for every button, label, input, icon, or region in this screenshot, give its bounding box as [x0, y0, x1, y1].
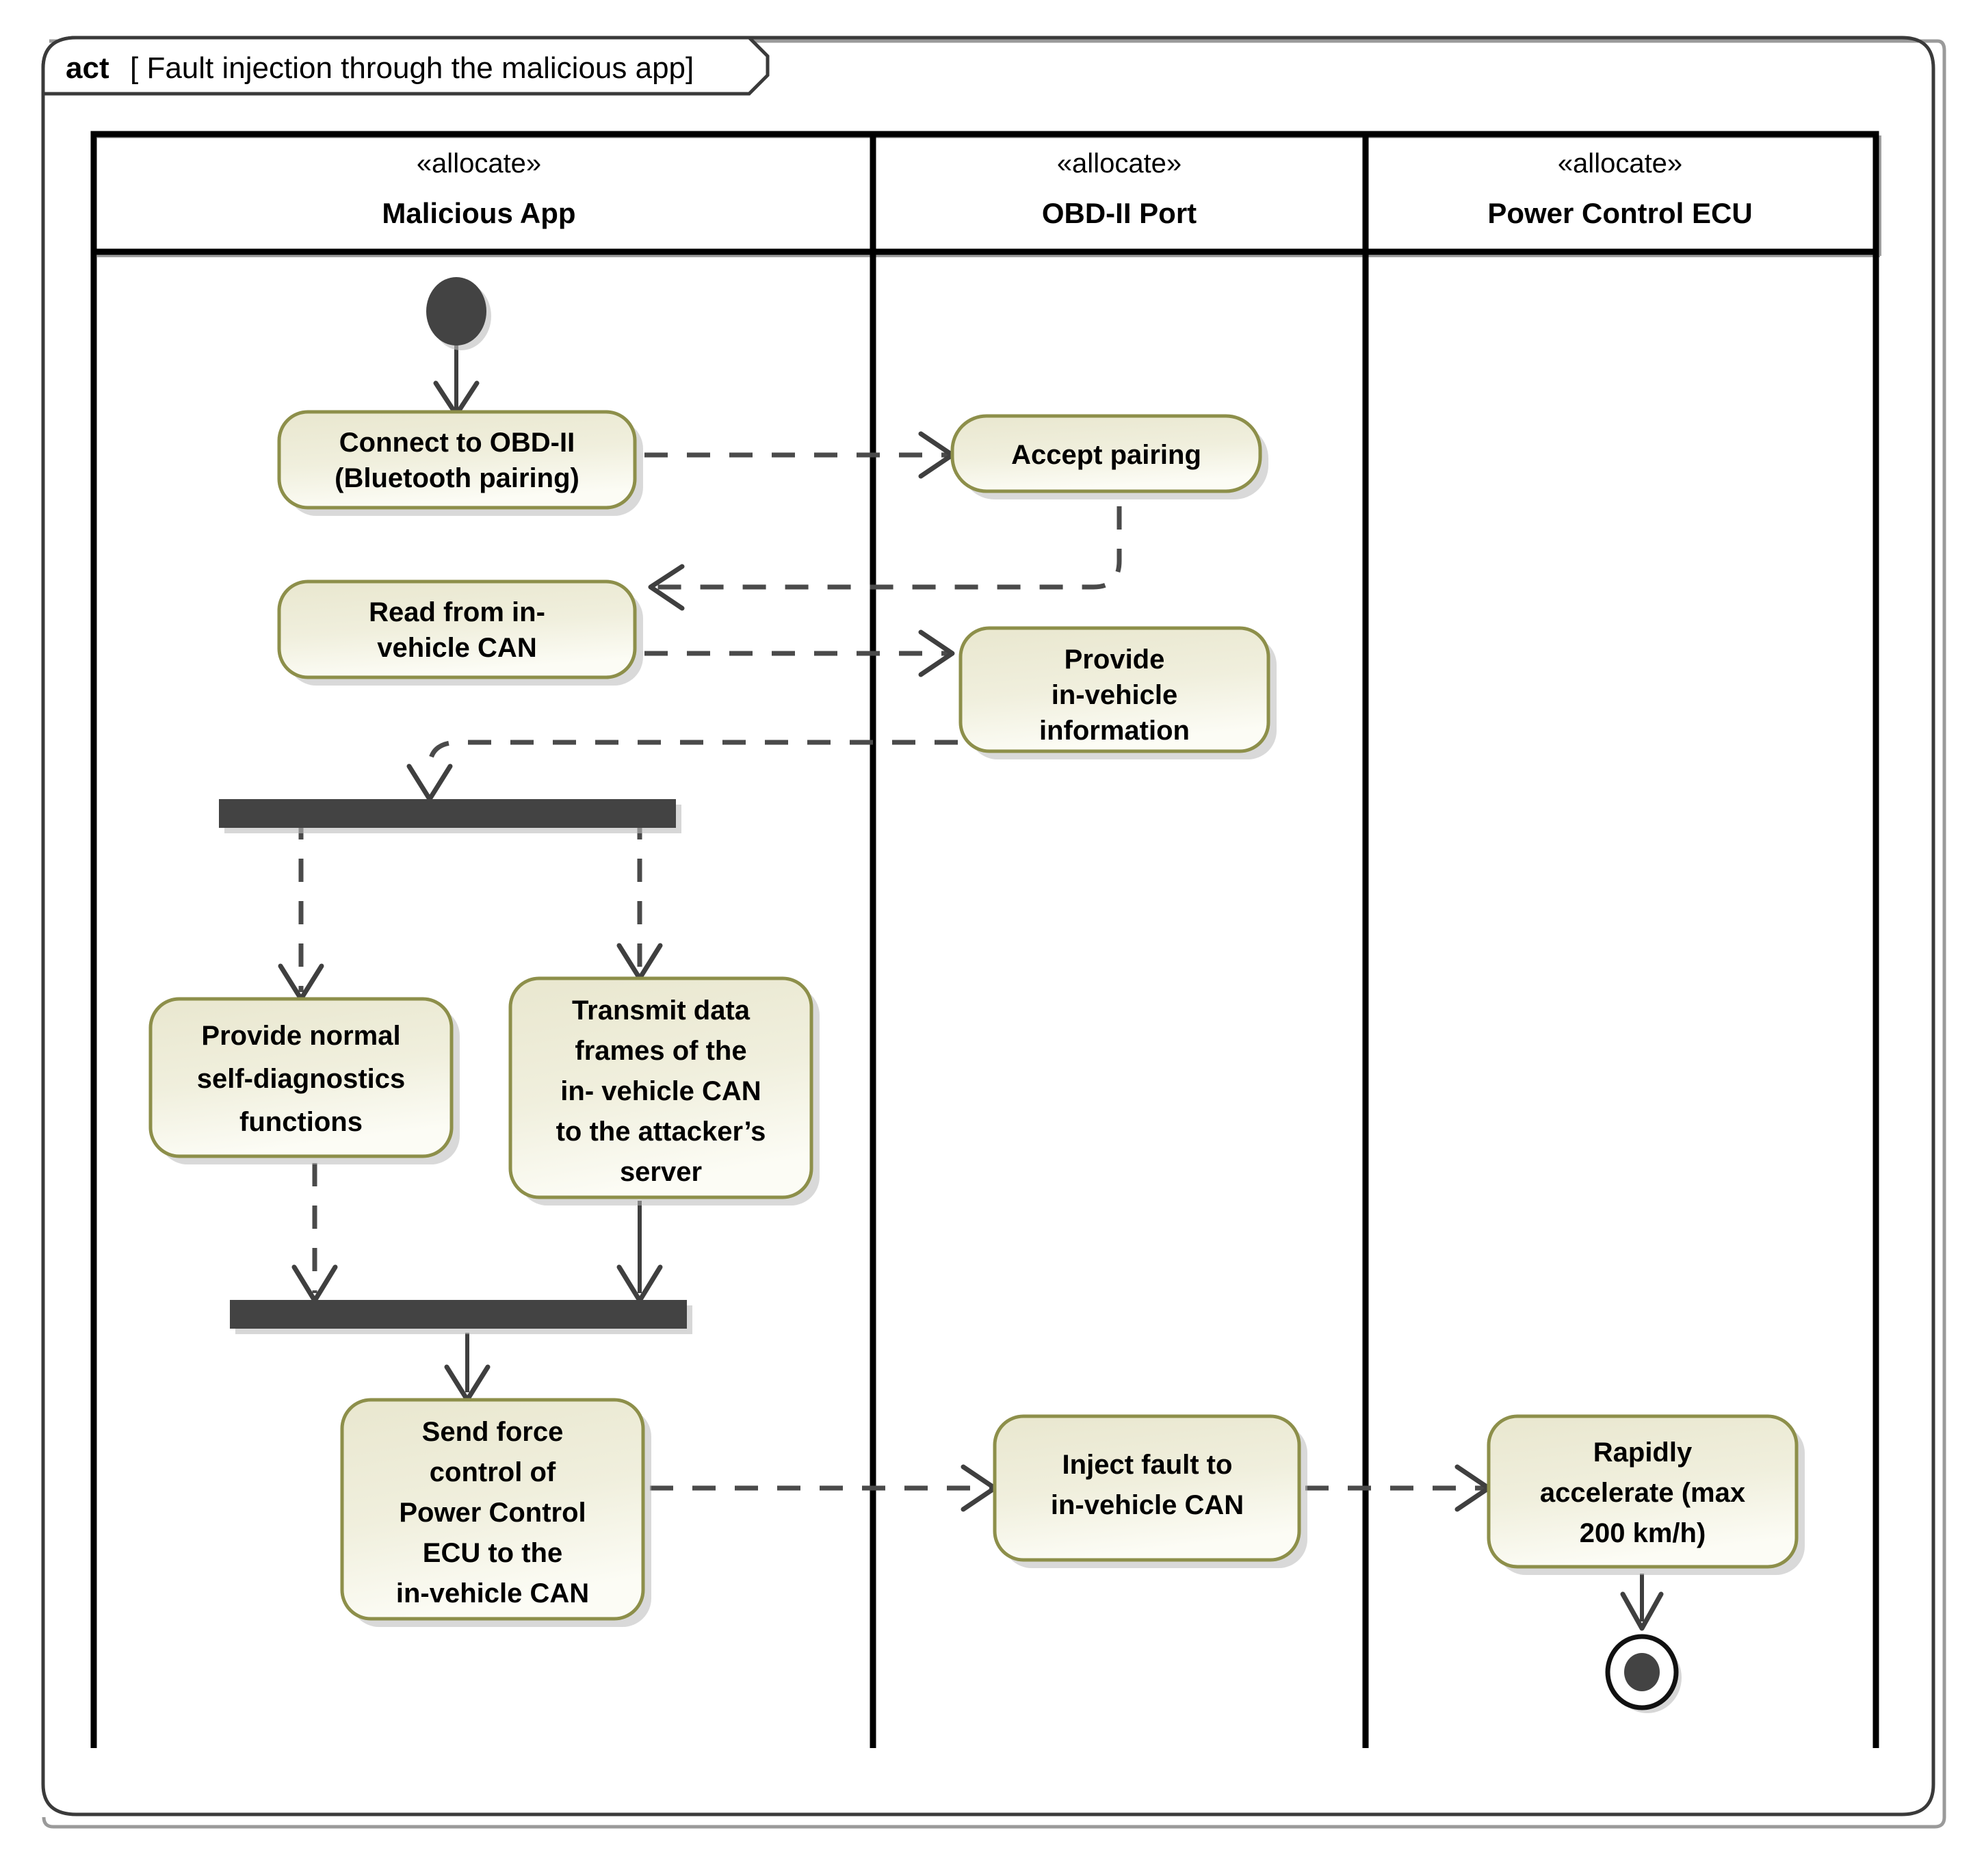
- edges: [278, 342, 1664, 1631]
- action-transmit-data-frames[interactable]: Transmit data frames of the in- vehicle …: [508, 976, 820, 1206]
- action-label-line: in-vehicle CAN: [1051, 1490, 1244, 1520]
- action-label-line: Inject fault to: [1062, 1450, 1233, 1480]
- action-label-line: frames of the: [575, 1036, 746, 1066]
- action-label-line: Connect to OBD-II: [339, 428, 575, 458]
- lane-stereotype: «allocate»: [417, 148, 541, 179]
- edge-inject-to-accel: [1305, 1464, 1491, 1512]
- edge-accel-to-final: [1620, 1574, 1664, 1631]
- lane-header-power-control-ecu: «allocate» Power Control ECU: [1487, 148, 1752, 229]
- action-label-line: Send force: [422, 1417, 564, 1447]
- action-read-from-in-vehicle-can[interactable]: Read from in- vehicle CAN: [277, 579, 643, 686]
- edge-connect-to-accept: [644, 431, 955, 479]
- action-label-line: server: [620, 1157, 702, 1187]
- join-bar: [230, 1300, 692, 1334]
- edge-initial-to-connect: [433, 342, 480, 417]
- action-label-line: ECU to the: [423, 1538, 562, 1568]
- action-label-line: vehicle CAN: [377, 633, 536, 663]
- lane-title: OBD-II Port: [1042, 197, 1197, 229]
- edge-sendforce-to-inject: [650, 1464, 997, 1512]
- edge-selfdiag-to-join: [291, 1163, 338, 1303]
- action-accept-pairing[interactable]: Accept pairing: [950, 414, 1268, 499]
- action-label-line: Provide normal: [201, 1021, 400, 1051]
- lane-title: Malicious App: [382, 197, 575, 229]
- action-label-line: Provide: [1065, 644, 1165, 675]
- lane-stereotype: «allocate»: [1558, 148, 1682, 179]
- action-label-line: Rapidly: [1593, 1437, 1693, 1468]
- lane-stereotype: «allocate»: [1057, 148, 1182, 179]
- action-label-line: control of: [430, 1457, 556, 1487]
- action-label-line: Accept pairing: [1011, 440, 1201, 470]
- action-label-line: to the attacker’s: [556, 1117, 766, 1147]
- action-label-line: information: [1039, 716, 1190, 746]
- action-label-line: Transmit data: [572, 995, 750, 1026]
- initial-node: [426, 277, 491, 350]
- lane-header-obd-ii-port: «allocate» OBD-II Port: [1042, 148, 1197, 229]
- edge-accept-to-read: [648, 506, 1122, 611]
- action-provide-normal-self-diagnostics-functions[interactable]: Provide normal self-diagnostics function…: [148, 997, 460, 1164]
- action-connect-to-obd-ii[interactable]: Connect to OBD-II (Bluetooth pairing): [277, 410, 643, 516]
- edge-join-to-sendforce: [444, 1333, 491, 1403]
- action-label-line: in-vehicle: [1052, 680, 1178, 710]
- diagram-title: [ Fault injection through the malicious …: [130, 51, 694, 85]
- action-rapidly-accelerate[interactable]: Rapidly accelerate (max 200 km/h): [1487, 1414, 1805, 1575]
- swimlane-grid: [90, 131, 1881, 1748]
- action-label-line: accelerate (max: [1540, 1478, 1745, 1508]
- action-inject-fault-to-in-vehicle-can[interactable]: Inject fault to in-vehicle CAN: [993, 1414, 1307, 1568]
- action-send-force-control[interactable]: Send force control of Power Control ECU …: [340, 1398, 651, 1627]
- action-label-line: 200 km/h): [1580, 1518, 1706, 1548]
- action-label-line: Read from in-: [369, 597, 545, 627]
- fork-bar: [219, 799, 681, 833]
- diagram-kind-keyword: act: [66, 51, 109, 85]
- activity-final-node: [1605, 1634, 1682, 1713]
- action-label-line: functions: [239, 1107, 363, 1137]
- action-label-line: Power Control: [399, 1498, 586, 1528]
- action-provide-in-vehicle-information[interactable]: Provide in-vehicle information: [958, 626, 1277, 759]
- diagram-frame: act [ Fault injection through the malici…: [41, 36, 1946, 1829]
- action-label-line: in-vehicle CAN: [396, 1578, 589, 1608]
- lane-title: Power Control ECU: [1487, 197, 1752, 229]
- edge-transmit-to-join: [616, 1201, 663, 1303]
- edge-read-to-provide: [644, 629, 955, 677]
- edge-fork-to-transmit: [616, 816, 663, 981]
- action-label-line: self-diagnostics: [197, 1064, 406, 1094]
- action-label-line: in- vehicle CAN: [560, 1076, 761, 1106]
- edge-fork-to-selfdiag: [278, 816, 324, 1002]
- lane-header-malicious-app: «allocate» Malicious App: [382, 148, 575, 229]
- action-label-line: (Bluetooth pairing): [335, 463, 579, 493]
